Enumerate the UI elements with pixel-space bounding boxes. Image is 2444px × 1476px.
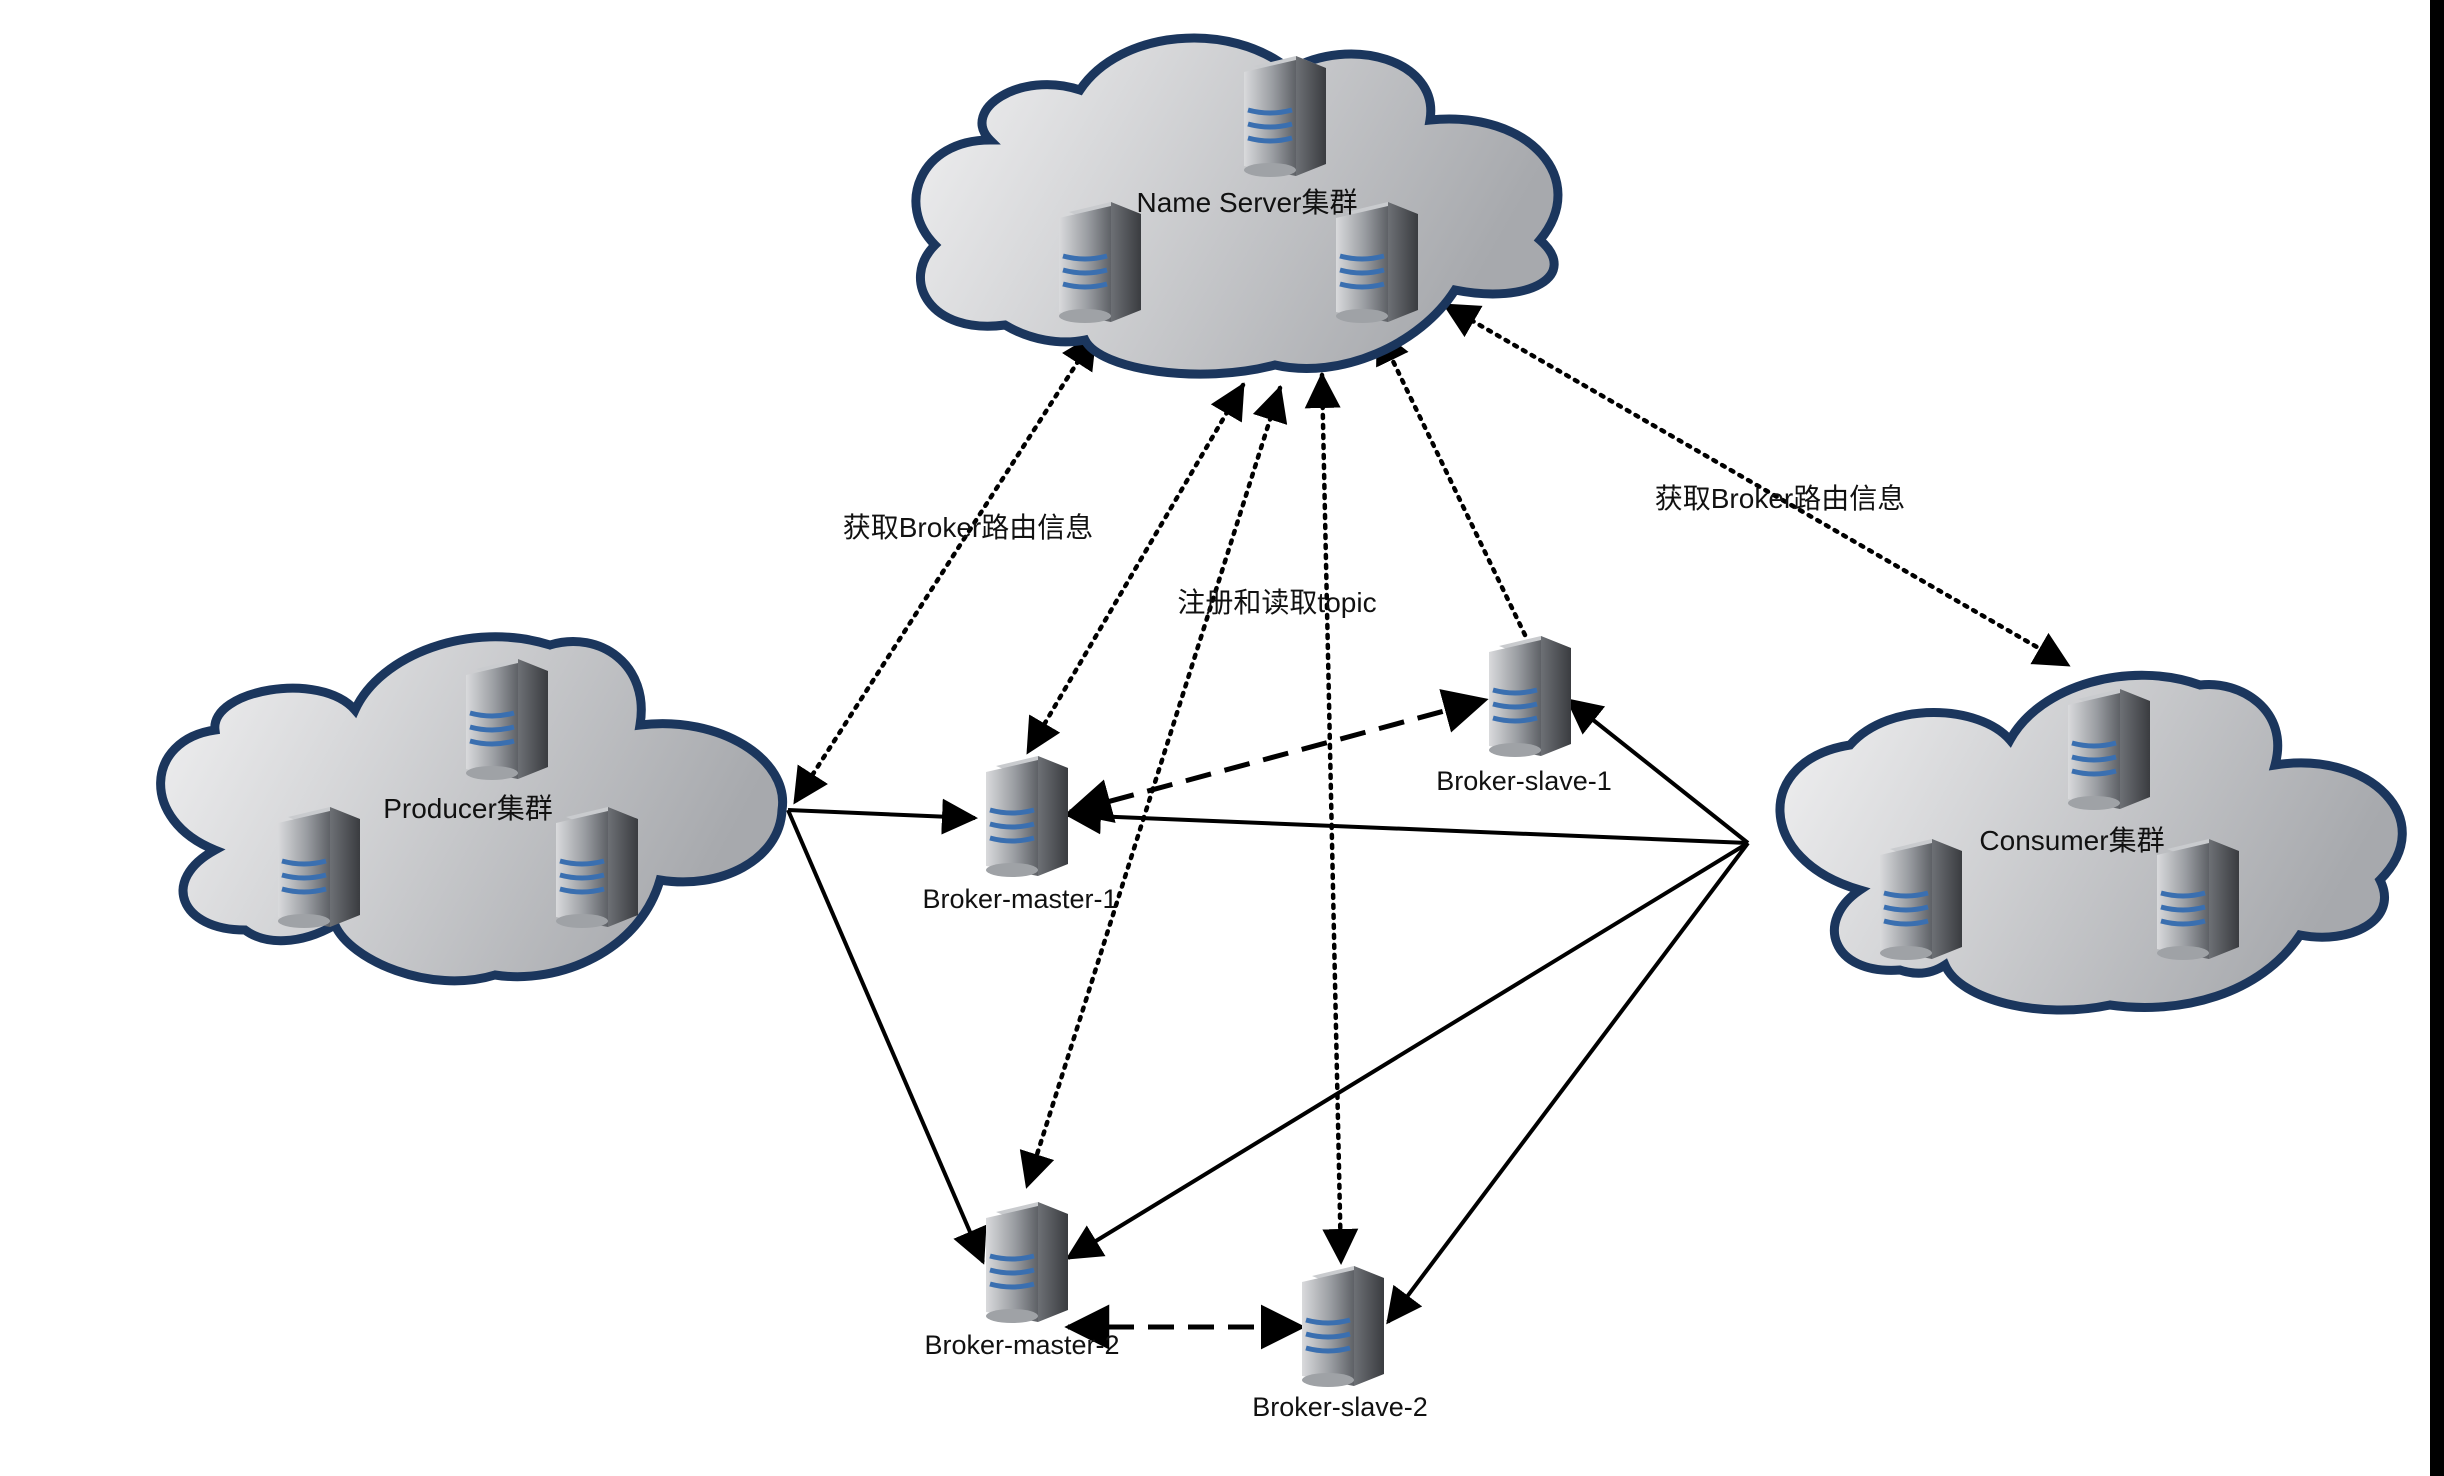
broker-master-2-label: Broker-master-2 [924,1330,1119,1360]
edge-nameserver-producer [792,332,1098,805]
edge-consumer-master2 [1065,841,1750,1260]
producer-server-1-icon [466,659,548,780]
consumer-server-2-icon [1880,839,1962,960]
edge-label-producer-route: 获取Broker路由信息 [843,512,1093,543]
broker-slave-2-server-icon [1302,1266,1384,1387]
edge-producer-master2 [786,809,987,1265]
nameserver-server-3-icon [1336,202,1418,323]
edge-master1-slave1 [1066,689,1489,823]
producer-server-3-icon [556,807,638,928]
producer-server-2-icon [278,807,360,928]
edge-consumer-slave1 [1565,698,1750,845]
edge-nameserver-slave2 [1304,372,1359,1265]
edge-nameserver-master1 [1025,382,1246,755]
nameserver-server-2-icon [1059,202,1141,323]
right-border-bar [2430,0,2444,1476]
edge-label-consumer-route: 获取Broker路由信息 [1655,483,1905,514]
edge-nameserver-consumer [1442,302,2071,668]
broker-slave-1-label: Broker-slave-1 [1436,766,1612,796]
edge-consumer-slave2 [1386,841,1750,1325]
broker-master-1-label: Broker-master-1 [922,884,1117,914]
broker-master-2-server-icon [986,1202,1068,1323]
nameserver-cluster-label: Name Server集群 [1137,187,1358,218]
broker-slave-2-label: Broker-slave-2 [1252,1392,1428,1422]
nameserver-server-1-icon [1244,56,1326,177]
edge-consumer-master1 [1065,798,1749,845]
edge-slave1-nameserver [1375,327,1528,638]
consumer-cluster-label: Consumer集群 [1979,825,2164,856]
consumer-server-3-icon [2157,839,2239,960]
edge-label-register-topic: 注册和读取topic [1177,587,1376,618]
broker-slave-1-server-icon [1489,636,1571,757]
edge-producer-master1 [787,798,978,835]
consumer-server-1-icon [2068,689,2150,810]
broker-master-1-server-icon [986,756,1068,877]
producer-cluster-label: Producer集群 [383,793,553,824]
